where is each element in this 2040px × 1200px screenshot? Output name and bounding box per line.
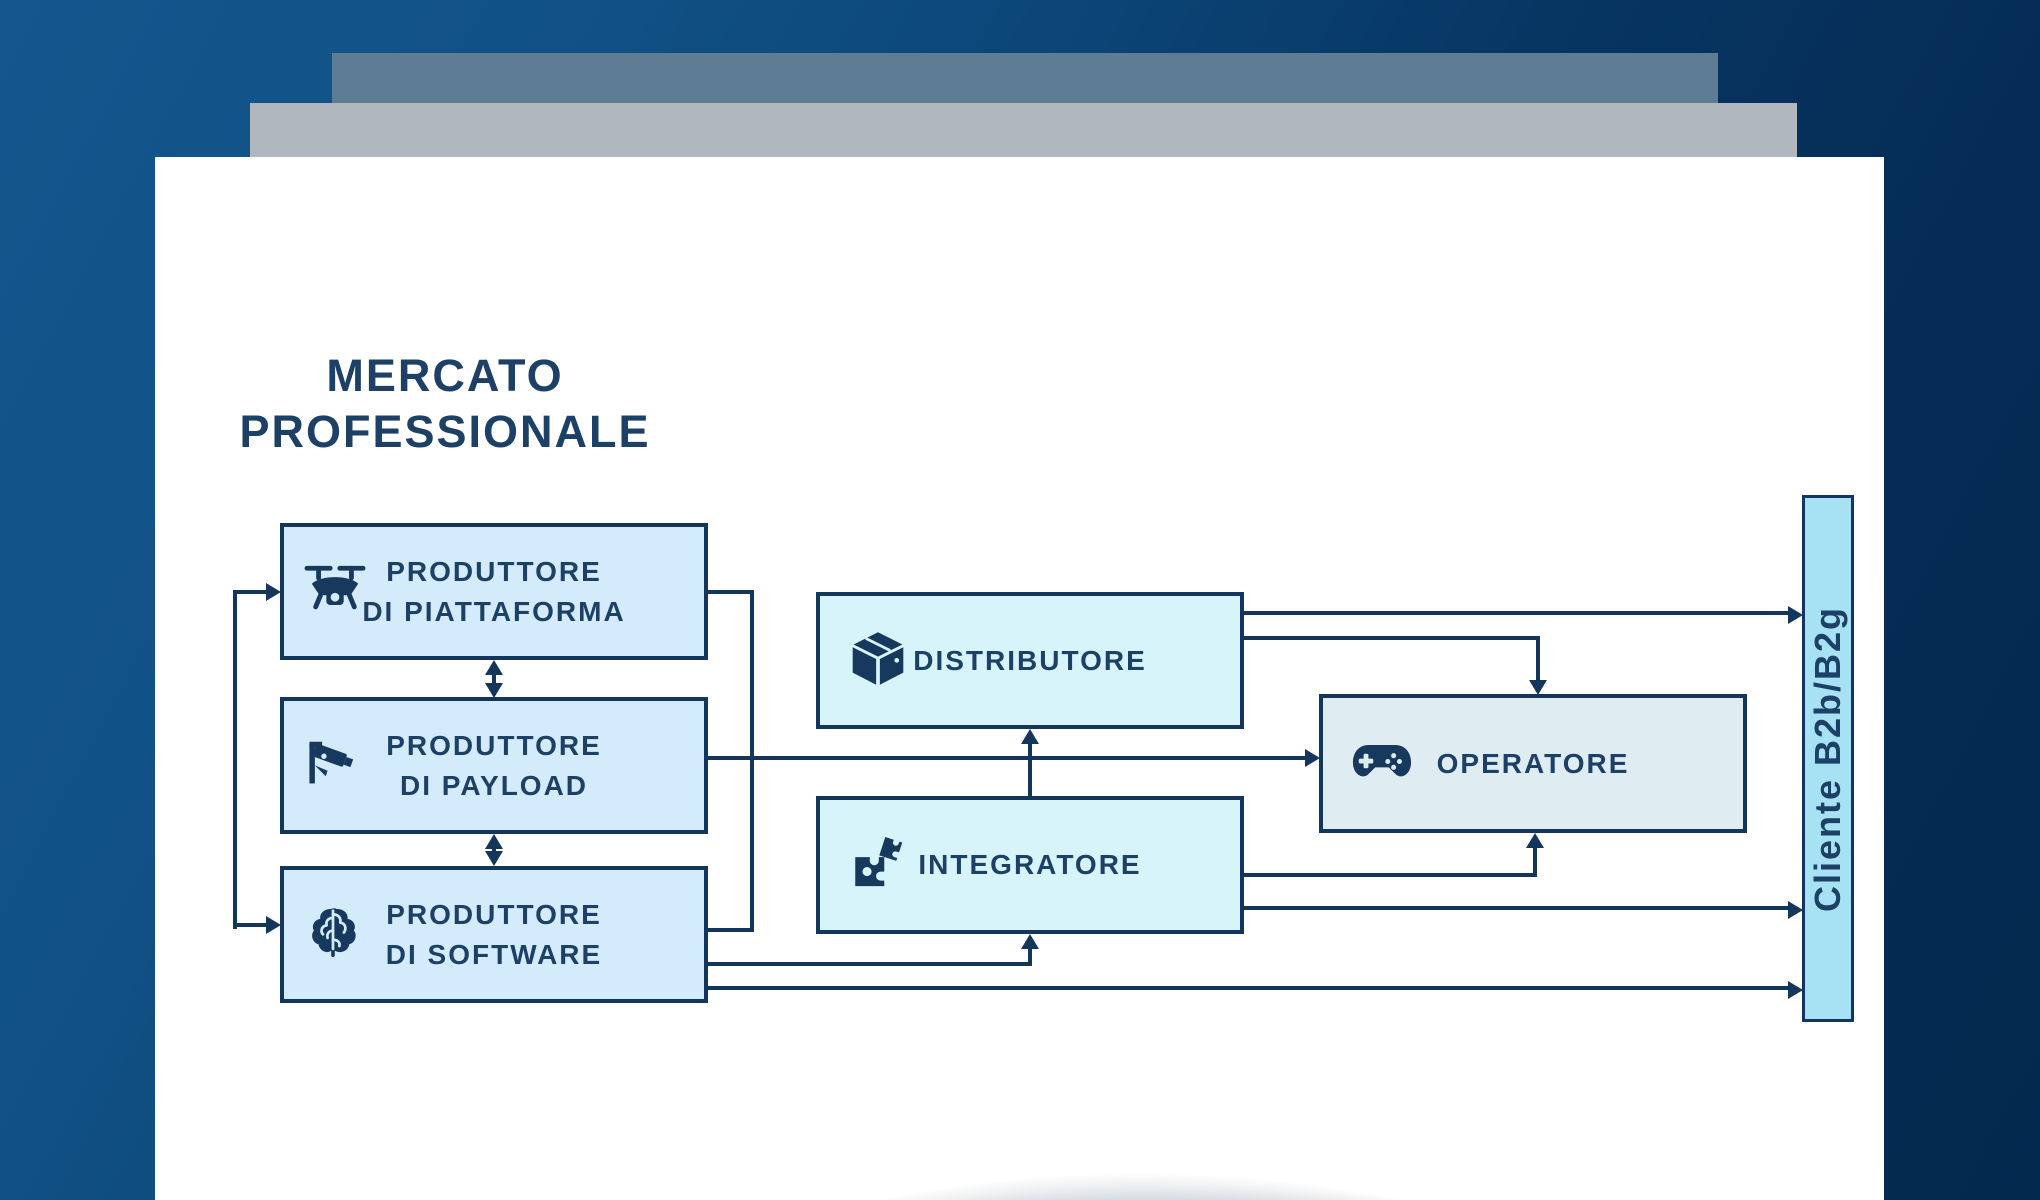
connector-line [1244,611,1790,615]
puzzle-pieces-icon [848,834,906,897]
arrowhead-down [485,683,503,698]
title-line-2: PROFESSIONALE [239,406,651,457]
title-line-1: MERCATO [326,350,564,401]
arrowhead-into-cliente-top [1788,606,1803,624]
connector-line [708,962,1032,966]
gamepad-icon [1351,736,1413,791]
node-operatore: OPERATORE [1319,694,1747,833]
connector-line [1028,947,1032,964]
arrowhead-into-operatore-top [1529,680,1547,695]
node-label: Cliente B2b/B2g [1807,605,1849,912]
package-box-icon [848,628,908,693]
node-integratore: INTEGRATORE [816,796,1244,934]
node-distributore: DISTRIBUTORE [816,592,1244,729]
connector-line [708,590,754,594]
node-cliente-b2b-b2g: Cliente B2b/B2g [1802,495,1854,1022]
connector-line [233,590,267,594]
arrowhead-into-cliente-middle [1788,901,1803,919]
arrowhead-into-distributore-bottom [1021,729,1039,744]
slide-title: MERCATO PROFESSIONALE [205,348,685,460]
connector-merge-vertical [750,590,754,932]
stacked-slide-edge-back [332,53,1718,103]
connector-line [1536,636,1540,682]
connector-line [1028,742,1032,796]
connector-line [233,923,267,927]
connector-line [1244,636,1540,640]
arrowhead-down [485,851,503,866]
node-produttore-di-payload: PRODUTTORE DI PAYLOAD [280,697,708,834]
connector-left-bracket [233,590,237,929]
connector-trunk [708,756,1306,760]
arrowhead-into-operatore-left [1305,749,1320,767]
arrowhead-into-operatore-bottom [1526,833,1544,848]
cctv-camera-icon [304,734,362,797]
arrowhead-into-integratore-bottom [1021,934,1039,949]
brain-icon [304,903,362,966]
arrowhead-into-software [266,916,281,934]
drone-icon [304,560,366,623]
stacked-slide-edge-front [250,103,1797,158]
node-produttore-di-software: PRODUTTORE DI SOFTWARE [280,866,708,1003]
arrowhead-into-piattaforma [266,583,281,601]
arrowhead-into-cliente-bottom [1788,981,1803,999]
connector-line [708,986,1790,990]
connector-line [1244,873,1537,877]
connector-line [1244,906,1790,910]
node-produttore-di-piattaforma: PRODUTTORE DI PIATTAFORMA [280,523,708,660]
connector-line [708,928,754,932]
connector-line [1533,846,1537,877]
